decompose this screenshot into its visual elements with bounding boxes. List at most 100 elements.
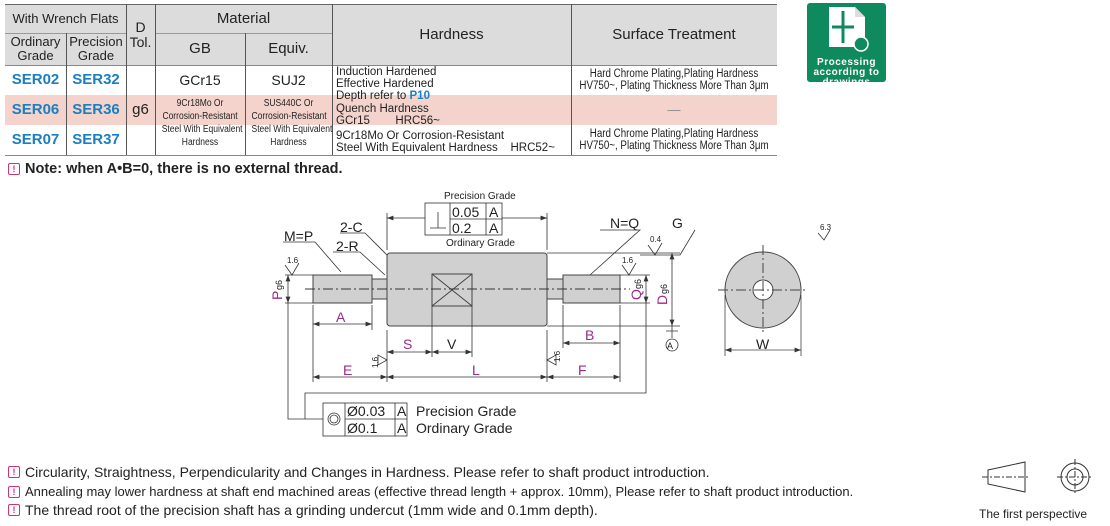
header-hardness: Hardness: [419, 25, 484, 43]
warning-icon: !: [8, 466, 20, 478]
t: 1.6: [553, 350, 562, 362]
t: B: [585, 327, 594, 343]
t: GCr15 HRC56~: [336, 114, 440, 127]
footnote: ! Annealing may lower hardness at shaft e…: [8, 484, 853, 499]
t: 2-R: [336, 238, 359, 254]
header-bg: [5, 4, 777, 65]
t: F: [578, 362, 587, 378]
end-view: [718, 245, 808, 356]
t: Steel With Equivalent Hardness HRC52~: [336, 142, 555, 155]
t: 2-C: [340, 219, 363, 235]
t: Circularity, Straightness, Perpendicular…: [25, 464, 710, 480]
projection-label: The first perspective: [979, 507, 1088, 521]
t: Corrosion-Resistant: [162, 111, 238, 122]
header-surface: Surface Treatment: [612, 25, 736, 43]
wrench-flat-cross: [431, 273, 473, 307]
t: Precision Grade: [416, 403, 517, 419]
header-d-tol: D Tol.: [129, 18, 152, 50]
first-angle-projection-icon: [982, 459, 1093, 495]
header-precision: Precision Grade: [69, 34, 123, 63]
t: The thread root of the precision shaft h…: [25, 502, 598, 518]
t: P: [269, 291, 285, 300]
page-link[interactable]: P10: [409, 90, 430, 103]
header-equiv: Equiv.: [268, 40, 309, 58]
drawing-doc-icon: [829, 7, 869, 52]
highlight-row: [5, 95, 777, 125]
t: D: [654, 295, 670, 305]
t: Induction Hardened: [336, 66, 437, 78]
t: g6: [633, 279, 643, 289]
divider: [155, 33, 332, 34]
dimension-lines: [283, 202, 831, 437]
d-tol-value: g6: [132, 101, 149, 119]
t: 1.6: [287, 256, 299, 265]
t: Corrosion-Resistant: [251, 111, 327, 122]
t: M=P: [284, 228, 313, 244]
surface-value: Hard Chrome Plating,Plating Hardness HV7…: [579, 67, 769, 92]
t: G: [672, 215, 683, 231]
header-gb: GB: [189, 40, 211, 58]
roughness-icon: [284, 229, 831, 366]
part-code[interactable]: SER37: [72, 131, 120, 149]
t: 0.4: [650, 235, 662, 244]
footnote: ! The thread root of the precision shaft …: [8, 502, 598, 518]
t: Steel With Equivalent: [161, 124, 243, 135]
hardness-text: Induction Hardened Effective Hardened De…: [336, 66, 555, 154]
warning-icon: !: [8, 485, 20, 498]
part-code[interactable]: SER06: [11, 101, 60, 119]
t: 9Cr18Mo Or: [176, 98, 224, 109]
t: 9Cr18Mo Or Corrosion-Resistant: [336, 130, 505, 143]
t: 1.6: [371, 356, 380, 368]
t: g6: [274, 280, 284, 290]
part-code[interactable]: SER32: [72, 71, 120, 89]
wrench-flat: [431, 273, 473, 307]
warning-icon: !: [8, 504, 20, 516]
t: Ø0.03: [347, 403, 385, 419]
t: Ordinary Grade: [446, 238, 515, 249]
t: A: [489, 204, 499, 220]
t: Ø0.1: [347, 420, 378, 436]
divider: [5, 65, 777, 66]
t: E: [343, 362, 352, 378]
t: A: [397, 420, 407, 436]
t: Depth refer to P10: [336, 90, 555, 102]
t: Hardness: [270, 137, 307, 148]
t: drawings: [822, 77, 871, 88]
part-code[interactable]: SER36: [72, 101, 120, 119]
t: 6.3: [820, 223, 832, 232]
t: W: [756, 336, 770, 352]
divider: [245, 33, 246, 155]
divider: [66, 33, 67, 155]
t: S: [403, 336, 412, 352]
footnote: ! Circularity, Straightness, Perpendicula…: [8, 464, 710, 480]
t: Annealing may lower hardness at shaft en…: [25, 484, 854, 499]
t: A: [336, 309, 346, 325]
t: Precision Grade: [444, 191, 516, 202]
divider: [571, 4, 572, 155]
perpendicularity-icon: [430, 212, 446, 229]
part-code[interactable]: SER02: [11, 71, 60, 89]
part-code[interactable]: SER07: [11, 131, 60, 149]
gb-value: GCr15: [179, 71, 221, 88]
note: !Note: when A•B=0, there is no external …: [8, 161, 343, 177]
t: Quench Hardness: [336, 102, 429, 115]
right-thread: [562, 274, 621, 304]
surface-value: Hard Chrome Plating,Plating Hardness HV7…: [579, 127, 769, 152]
concentricity-icon: [327, 412, 341, 426]
t: L: [472, 362, 480, 378]
t: Ordinary Grade: [416, 420, 513, 436]
t: 0.2: [452, 220, 472, 236]
t: according to: [813, 67, 880, 78]
t: 1.6: [622, 256, 634, 265]
t: A: [489, 220, 499, 236]
divider: [332, 4, 333, 155]
t: 0.05: [452, 204, 479, 220]
divider: [126, 4, 127, 155]
divider: [5, 155, 777, 156]
t: Hardness: [181, 137, 219, 148]
surface-value: —: [667, 102, 681, 118]
